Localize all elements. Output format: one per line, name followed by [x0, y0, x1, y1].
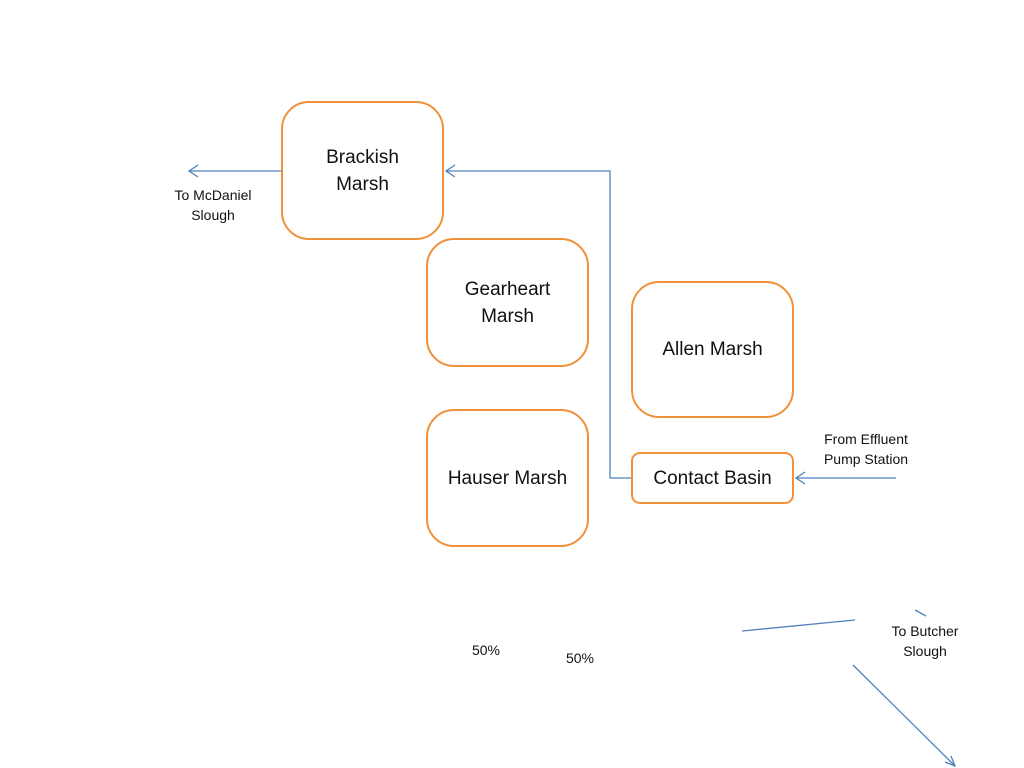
- label-percent-right: 50%: [565, 650, 595, 666]
- label-to-mcdaniel-line2: Slough: [191, 207, 235, 223]
- node-brackish-marsh: Brackish Marsh: [281, 101, 444, 240]
- outflow-arrow-butcher: [852, 664, 956, 767]
- label-from-effluent-line1: From Effluent: [824, 431, 908, 447]
- label-to-mcdaniel-slough: To McDaniel Slough: [155, 185, 271, 225]
- label-to-butcher-slough: To Butcher Slough: [870, 621, 980, 661]
- stray-line-segment: [914, 609, 927, 617]
- node-hauser-marsh-label: Hauser Marsh: [447, 467, 568, 489]
- node-hauser-marsh: Hauser Marsh: [426, 409, 589, 547]
- node-gearheart-marsh: Gearheart Marsh: [426, 238, 589, 367]
- node-gearheart-marsh-label: Gearheart Marsh: [464, 278, 551, 327]
- arrowhead-contact-basin: [794, 471, 806, 485]
- arrowhead-mcdaniel: [187, 164, 199, 178]
- node-allen-marsh: Allen Marsh: [631, 281, 794, 418]
- label-to-butcher-line2: Slough: [903, 643, 947, 659]
- node-allen-marsh-label: Allen Marsh: [662, 339, 763, 360]
- node-contact-basin: Contact Basin: [631, 452, 794, 504]
- label-to-butcher-line1: To Butcher: [891, 623, 959, 639]
- connector-basin-to-brackish: [446, 170, 631, 479]
- arrowhead-butcher: [944, 755, 957, 768]
- label-percent-left: 50%: [471, 642, 501, 658]
- label-to-mcdaniel-line1: To McDaniel: [174, 187, 252, 203]
- stray-line-segment: [741, 619, 856, 632]
- label-from-effluent-pump-station: From Effluent Pump Station: [801, 429, 931, 469]
- label-from-effluent-line2: Pump Station: [823, 451, 909, 467]
- node-brackish-marsh-label: Brackish Marsh: [326, 146, 399, 195]
- arrowhead-brackish: [444, 164, 456, 178]
- node-contact-basin-label: Contact Basin: [653, 467, 772, 489]
